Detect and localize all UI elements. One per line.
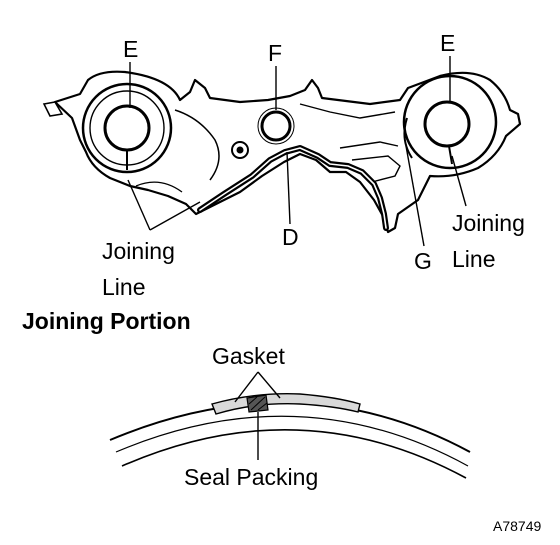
cover-rib-3 bbox=[339, 141, 399, 149]
leader-g bbox=[405, 145, 425, 247]
gasket-g-arc bbox=[403, 117, 413, 159]
label-seal-packing: Seal Packing bbox=[184, 464, 319, 490]
label-d: D bbox=[282, 224, 299, 250]
label-joining-left-2: Line bbox=[102, 274, 146, 300]
label-e-right: E bbox=[440, 30, 456, 56]
label-joining-left-1: Joining bbox=[102, 238, 175, 264]
label-g: G bbox=[414, 248, 432, 274]
leader-gasket-left bbox=[234, 371, 259, 403]
cover-tab-left bbox=[42, 101, 64, 117]
figure-code: A78749 bbox=[493, 518, 542, 534]
leader-joining-left-1 bbox=[127, 179, 151, 231]
leader-joining-right bbox=[451, 155, 467, 207]
cover-rib-1 bbox=[174, 109, 220, 181]
cover-rib-4 bbox=[351, 155, 401, 183]
right-pulley-hub bbox=[423, 100, 471, 148]
cover-rib-2 bbox=[299, 103, 396, 119]
label-gasket: Gasket bbox=[212, 343, 285, 369]
section-heading: Joining Portion bbox=[22, 308, 191, 334]
detail-gasket-band bbox=[211, 393, 361, 415]
detail-arc-inner bbox=[121, 429, 467, 479]
joining-mark-right bbox=[448, 145, 453, 165]
leader-joining-left-2 bbox=[149, 201, 201, 231]
detail-seal-hatch-1 bbox=[248, 396, 258, 405]
leader-d bbox=[286, 151, 291, 225]
label-joining-right-2: Line bbox=[452, 246, 496, 272]
left-pulley-hub bbox=[103, 104, 151, 152]
cover-rib-5 bbox=[135, 181, 183, 193]
gasket-d-inner bbox=[199, 147, 387, 229]
label-f: F bbox=[268, 40, 283, 66]
detail-seal-hatch-2 bbox=[250, 396, 266, 411]
detail-arc-outer bbox=[109, 401, 471, 453]
bolt-boss-inner bbox=[236, 146, 244, 154]
detail-arc-mid bbox=[115, 415, 469, 467]
label-joining-right-1: Joining bbox=[452, 210, 525, 236]
center-pulley bbox=[260, 110, 292, 142]
leader-gasket-right bbox=[257, 371, 281, 399]
detail-seal-hatch-3 bbox=[257, 402, 268, 411]
label-e-left: E bbox=[123, 36, 139, 62]
